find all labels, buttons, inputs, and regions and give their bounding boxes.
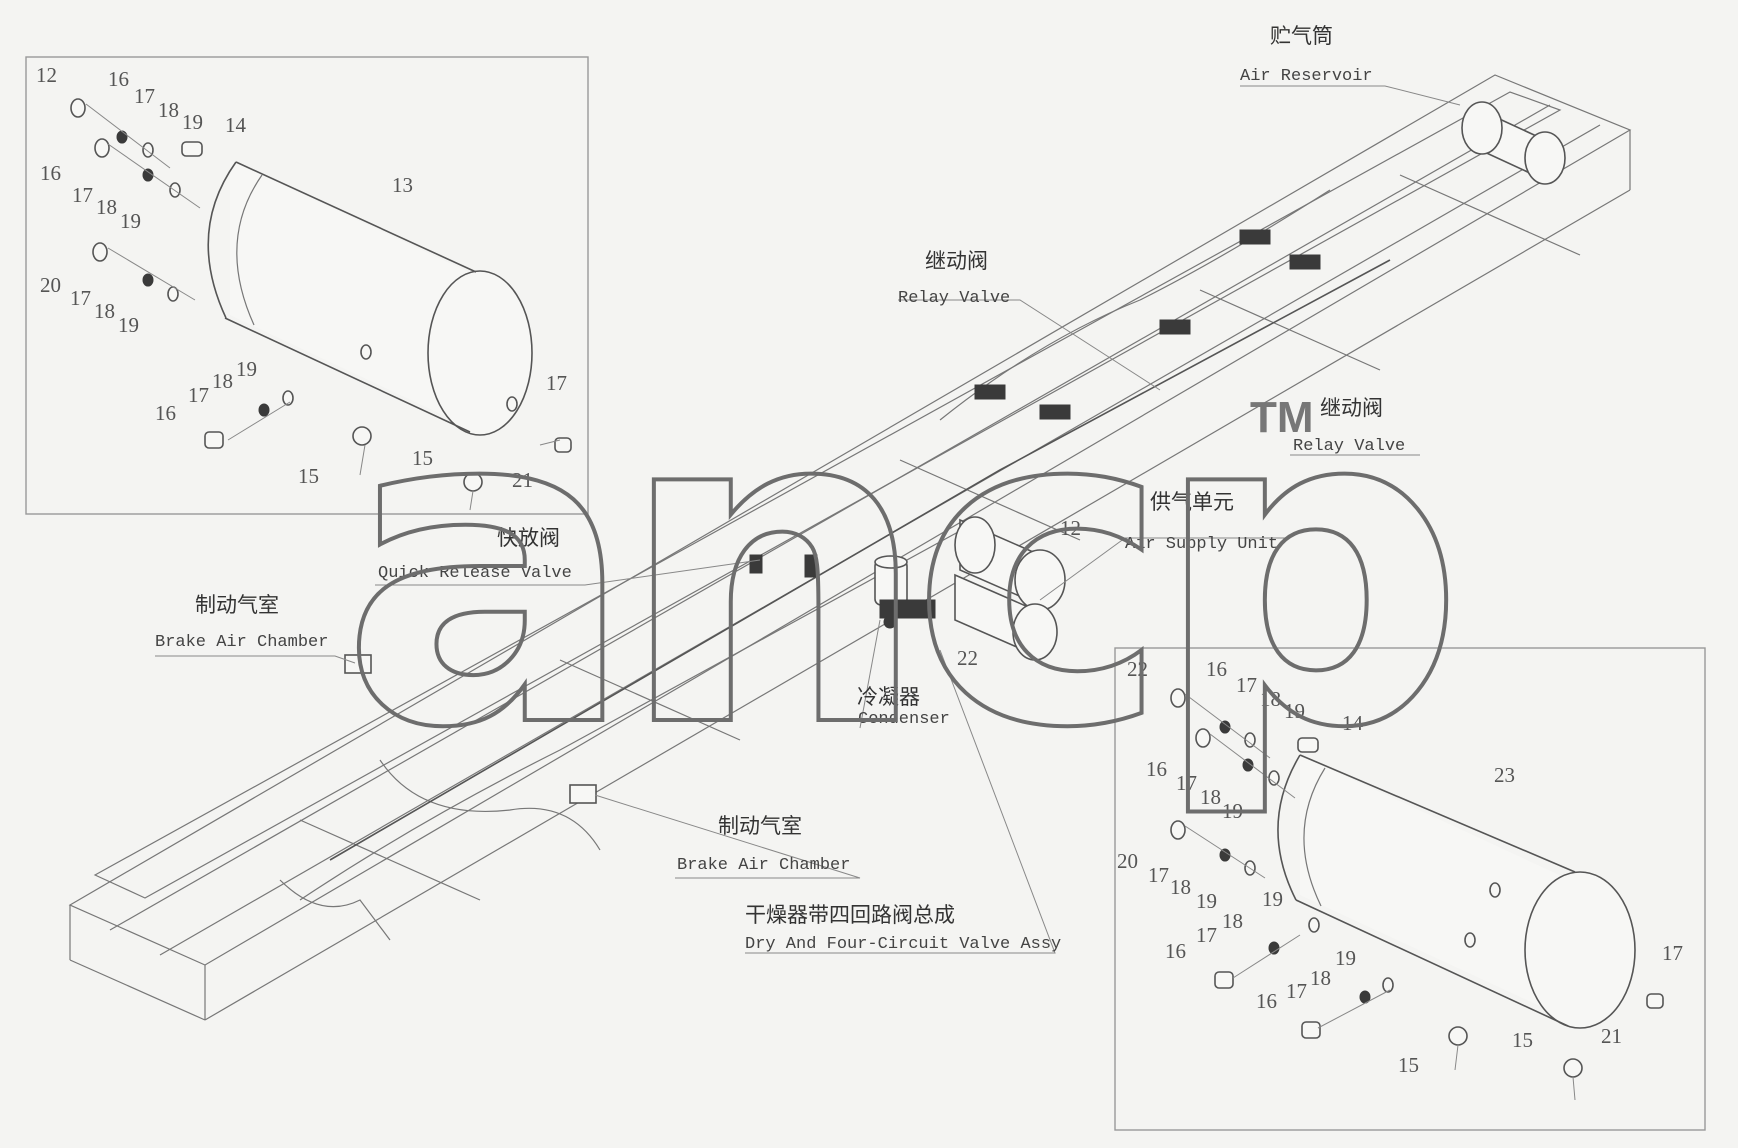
part-number: 18 — [94, 299, 115, 323]
left-detail-reservoir — [207, 160, 533, 436]
relay-valve-2-label-zh: 继动阀 — [1320, 396, 1383, 420]
part-number: 16 — [1146, 757, 1167, 781]
part-number: 14 — [225, 113, 247, 137]
part-number: 17 — [1176, 771, 1197, 795]
part-number: 19 — [1284, 699, 1305, 723]
condenser-label-zh: 冷凝器 — [857, 685, 920, 709]
left-detail-part-numbers: 12 16 17 18 19 14 16 17 18 19 13 20 17 1… — [36, 63, 567, 492]
dryer-assy-label-zh: 干燥器带四回路阀总成 — [745, 903, 955, 927]
air-reservoir-label-en: Air Reservoir — [1240, 67, 1373, 86]
part-number: 19 — [182, 110, 203, 134]
air-supply-unit-label-en: Air Supply Unit — [1125, 535, 1278, 554]
part-number: 17 — [1236, 673, 1257, 697]
part-number: 18 — [96, 195, 117, 219]
part-number: 14 — [1342, 711, 1364, 735]
brake-chamber-parts — [344, 654, 597, 804]
left-detail-frame — [25, 56, 589, 515]
part-number: 17 — [134, 84, 155, 108]
part-number: 17 — [546, 371, 567, 395]
air-reservoir-label-zh: 贮气筒 — [1270, 24, 1333, 48]
part-number: 17 — [188, 383, 209, 407]
part-number: 16 — [1256, 989, 1277, 1013]
part-number: 22 — [1127, 657, 1148, 681]
part-number: 19 — [120, 209, 141, 233]
part-number: 17 — [1196, 923, 1217, 947]
chassis-air-reservoir — [1461, 101, 1566, 185]
part-number: 19 — [1262, 887, 1283, 911]
right-detail-frame — [1114, 647, 1706, 1131]
right-detail-reservoir — [1277, 754, 1636, 1029]
part-number: 17 — [1286, 979, 1307, 1003]
air-supply-unit-label-zh: 供气单元 — [1150, 490, 1234, 514]
part-number: 19 — [118, 313, 139, 337]
relay-valve-1-label-zh: 继动阀 — [925, 249, 988, 273]
relay-valve-1-label-en: Relay Valve — [898, 289, 1010, 308]
part-number: 15 — [412, 446, 433, 470]
part-number: 19 — [236, 357, 257, 381]
brake-air-chamber-1-label-en: Brake Air Chamber — [155, 633, 328, 652]
brake-air-chamber-2-label-en: Brake Air Chamber — [677, 856, 850, 875]
condenser-label-en: Condenser — [858, 710, 950, 729]
relay-valve-2-label-en: Relay Valve — [1293, 437, 1405, 456]
air-supply-unit-tanks — [954, 516, 1066, 661]
watermark-logo: ancp — [340, 312, 1447, 824]
part-number: 12 — [36, 63, 57, 87]
part-number: 12 — [1060, 516, 1081, 540]
watermark-tm: TM — [1250, 393, 1314, 442]
brake-air-chamber-1-label-zh: 制动气室 — [195, 593, 279, 617]
part-number: 16 — [1206, 657, 1227, 681]
part-number: 17 — [1148, 863, 1169, 887]
part-number: 22 — [957, 646, 978, 670]
part-number: 20 — [1117, 849, 1138, 873]
chassis-frame — [68, 74, 1632, 1021]
dryer-assembly-part — [874, 555, 936, 629]
quick-release-valve-label-en: Quick Release Valve — [378, 564, 572, 583]
label-leaders — [155, 85, 1461, 954]
part-number: 17 — [70, 286, 91, 310]
part-number: 18 — [212, 369, 233, 393]
part-number: 16 — [155, 401, 176, 425]
right-detail-part-numbers: 22 16 17 18 19 14 16 17 18 19 23 20 17 1… — [1117, 657, 1683, 1077]
part-number: 19 — [1335, 946, 1356, 970]
part-number: 15 — [1512, 1028, 1533, 1052]
part-number: 16 — [40, 161, 61, 185]
part-number: 16 — [1165, 939, 1186, 963]
part-number: 18 — [1170, 875, 1191, 899]
part-number: 18 — [158, 98, 179, 122]
part-number: 16 — [108, 67, 129, 91]
dryer-assy-label-en: Dry And Four-Circuit Valve Assy — [745, 935, 1061, 954]
part-number: 15 — [1398, 1053, 1419, 1077]
right-detail-fittings — [1170, 688, 1664, 1101]
part-number: 13 — [392, 173, 413, 197]
part-number: 19 — [1222, 799, 1243, 823]
part-number: 18 — [1200, 785, 1221, 809]
part-number: 19 — [1196, 889, 1217, 913]
part-number: 18 — [1310, 966, 1331, 990]
part-number: 18 — [1222, 909, 1243, 933]
part-number: 20 — [40, 273, 61, 297]
part-number: 21 — [1601, 1024, 1622, 1048]
part-number: 21 — [512, 468, 533, 492]
left-detail-fittings — [70, 98, 572, 511]
relay-valve-parts — [974, 229, 1321, 420]
quick-release-valve-parts — [749, 554, 818, 578]
part-number: 17 — [72, 183, 93, 207]
part-number: 17 — [1662, 941, 1683, 965]
quick-release-valve-label-zh: 快放阀 — [497, 526, 560, 550]
part-number: 18 — [1260, 687, 1281, 711]
part-number: 23 — [1494, 763, 1515, 787]
brake-air-chamber-2-label-zh: 制动气室 — [718, 814, 802, 838]
part-number: 15 — [298, 464, 319, 488]
